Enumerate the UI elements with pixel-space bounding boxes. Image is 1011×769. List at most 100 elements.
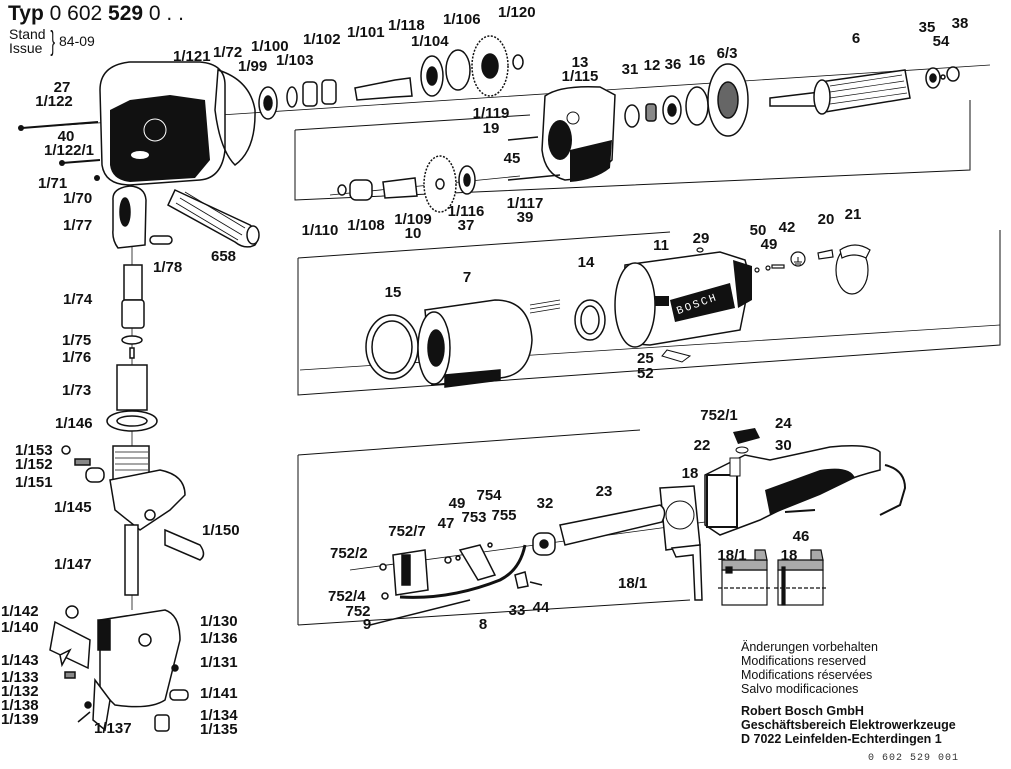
part-label: 38 bbox=[951, 15, 969, 32]
part-label: 1/138 bbox=[1, 697, 39, 714]
type-designation: Typ 0 602 529 0 . . bbox=[8, 2, 184, 26]
part-label: 18/1 bbox=[618, 575, 648, 592]
part-label: 44 bbox=[532, 599, 550, 616]
part-label: 1/106 bbox=[443, 11, 481, 28]
part-label: 753 bbox=[461, 509, 487, 526]
part-label: 1/151 bbox=[15, 474, 53, 491]
part-label: 1/130 bbox=[200, 613, 238, 630]
bearing-housing-drawing bbox=[541, 85, 616, 182]
typ-label: Typ bbox=[8, 2, 44, 25]
part-label: 1/153 bbox=[15, 442, 53, 459]
part-label: 10 bbox=[404, 225, 422, 242]
part-label: 31 bbox=[621, 61, 639, 78]
part-label: 1/78 bbox=[153, 259, 183, 276]
frame-upper-assembly bbox=[294, 100, 971, 201]
part-label: 27 bbox=[53, 79, 71, 96]
part-label: 752/2 bbox=[330, 545, 368, 562]
part-label: 1/147 bbox=[54, 556, 92, 573]
issue-date: 84-09 bbox=[59, 33, 95, 49]
part-label: 1/76 bbox=[62, 349, 92, 366]
part-label: 39 bbox=[516, 209, 534, 226]
frame-motor-assembly bbox=[297, 230, 1001, 396]
part-label: 40 bbox=[57, 128, 75, 145]
part-label: 1/145 bbox=[54, 499, 92, 516]
part-label: 47 bbox=[437, 515, 455, 532]
part-label: 1/115 bbox=[561, 68, 599, 85]
part-label: 1/108 bbox=[347, 217, 385, 234]
note-line: Modifications reserved bbox=[741, 654, 867, 668]
part-label: 1/75 bbox=[62, 332, 92, 349]
part-label: 1/121 bbox=[173, 48, 211, 65]
modification-notes: Änderungen vorbehalten Modifications res… bbox=[741, 640, 878, 696]
part-label: 14 bbox=[577, 254, 595, 271]
part-label: 1/137 bbox=[94, 720, 132, 737]
part-label: 49 bbox=[448, 495, 466, 512]
part-label: 45 bbox=[503, 150, 521, 167]
part-label: 29 bbox=[692, 230, 710, 247]
part-label: 12 bbox=[643, 57, 661, 74]
company-line: Robert Bosch GmbH bbox=[741, 704, 864, 718]
part-label: 1/101 bbox=[347, 24, 385, 41]
part-label: 1/71 bbox=[38, 175, 68, 192]
part-label: 1/150 bbox=[202, 522, 240, 539]
part-label: 18 bbox=[681, 465, 699, 482]
part-label: 21 bbox=[844, 206, 862, 223]
part-label: 30 bbox=[775, 437, 792, 454]
part-label: 1/99 bbox=[238, 58, 268, 75]
part-label: 42 bbox=[778, 219, 796, 236]
part-label: 1/103 bbox=[276, 52, 314, 69]
part-label: 1/118 bbox=[388, 17, 425, 34]
gear-housing-drawing bbox=[99, 61, 226, 186]
part-label: 752/7 bbox=[388, 523, 426, 540]
part-label: 1/140 bbox=[1, 619, 39, 636]
part-label: 54 bbox=[932, 33, 950, 50]
document-number: 0 602 529 001 bbox=[868, 753, 960, 764]
part-label: 22 bbox=[693, 437, 711, 454]
part-label: 1/77 bbox=[63, 217, 93, 234]
part-label: 1/136 bbox=[200, 630, 238, 647]
part-label: 13 bbox=[571, 54, 589, 71]
part-label: 1/72 bbox=[213, 44, 243, 61]
part-label: 1/122/1 bbox=[43, 142, 95, 159]
part-label: 1/109 bbox=[394, 211, 432, 228]
note-line: Salvo modificaciones bbox=[741, 682, 859, 696]
part-label: 11 bbox=[653, 237, 669, 254]
part-label: 23 bbox=[595, 483, 613, 500]
part-label: 15 bbox=[384, 284, 402, 301]
company-address: Robert Bosch GmbH Geschäftsbereich Elekt… bbox=[741, 704, 956, 746]
rear-handle-drawing bbox=[659, 428, 907, 601]
part-label: 49 bbox=[760, 236, 778, 253]
part-label: 752/1 bbox=[700, 407, 738, 424]
part-label: 1/110 bbox=[301, 222, 339, 239]
part-label: 7 bbox=[462, 269, 472, 286]
part-label: 18/1 bbox=[717, 547, 747, 564]
part-label: 6 bbox=[851, 30, 861, 47]
part-label: 16 bbox=[688, 52, 706, 69]
part-label: 1/131 bbox=[200, 654, 238, 671]
typ-number-a: 0 602 bbox=[49, 2, 103, 25]
part-label: 6/3 bbox=[716, 45, 738, 62]
part-label: 18 bbox=[780, 547, 798, 564]
part-label: 36 bbox=[664, 56, 682, 73]
part-label: 1/135 bbox=[200, 721, 238, 738]
part-label: 1/104 bbox=[411, 33, 449, 50]
motor-housing-drawing bbox=[614, 251, 752, 363]
part-label: 1/146 bbox=[55, 415, 93, 432]
side-handle-drawing bbox=[167, 189, 260, 248]
part-label: 752/4 bbox=[328, 588, 366, 605]
part-label: 1/74 bbox=[63, 291, 93, 308]
part-label: 1/100 bbox=[251, 38, 289, 55]
part-label: 24 bbox=[775, 415, 792, 432]
part-label: 755 bbox=[491, 507, 517, 524]
typ-number-b: 529 bbox=[108, 2, 144, 25]
part-label: 1/102 bbox=[303, 31, 341, 48]
part-label: 1/70 bbox=[63, 190, 93, 207]
part-label: 1/141 bbox=[200, 685, 238, 702]
part-label: 8 bbox=[478, 616, 488, 633]
part-label: 1/116 bbox=[447, 203, 485, 220]
issue-label: Issue bbox=[9, 40, 43, 56]
part-label: 37 bbox=[457, 217, 475, 234]
company-line: Geschäftsbereich Elektrowerkzeuge bbox=[741, 718, 956, 732]
